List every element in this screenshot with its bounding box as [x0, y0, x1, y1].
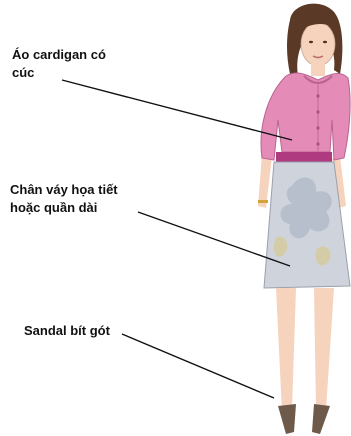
sandal-leader-line: [122, 334, 274, 398]
bracelet: [258, 200, 268, 203]
left-leg: [276, 288, 296, 412]
neck: [311, 62, 325, 76]
left-eye: [309, 41, 313, 43]
cardigan-annotation: Áo cardigan có cúc: [12, 46, 132, 82]
sandal-annotation: Sandal bít gót: [24, 322, 144, 340]
skirt-leader-line: [138, 212, 290, 266]
right-sandal: [312, 404, 330, 434]
right-leg: [314, 288, 334, 410]
button: [316, 142, 319, 145]
belt: [276, 152, 332, 162]
button: [316, 110, 319, 113]
button: [316, 94, 319, 97]
left-sandal: [278, 404, 296, 434]
cardigan-body: [261, 73, 350, 160]
face: [301, 22, 335, 66]
left-forearm: [258, 154, 272, 208]
right-eye: [323, 41, 327, 43]
button: [316, 126, 319, 129]
cardigan-leader-line: [62, 80, 292, 140]
skirt-annotation: Chân váy họa tiết hoặc quần dài: [10, 181, 150, 217]
